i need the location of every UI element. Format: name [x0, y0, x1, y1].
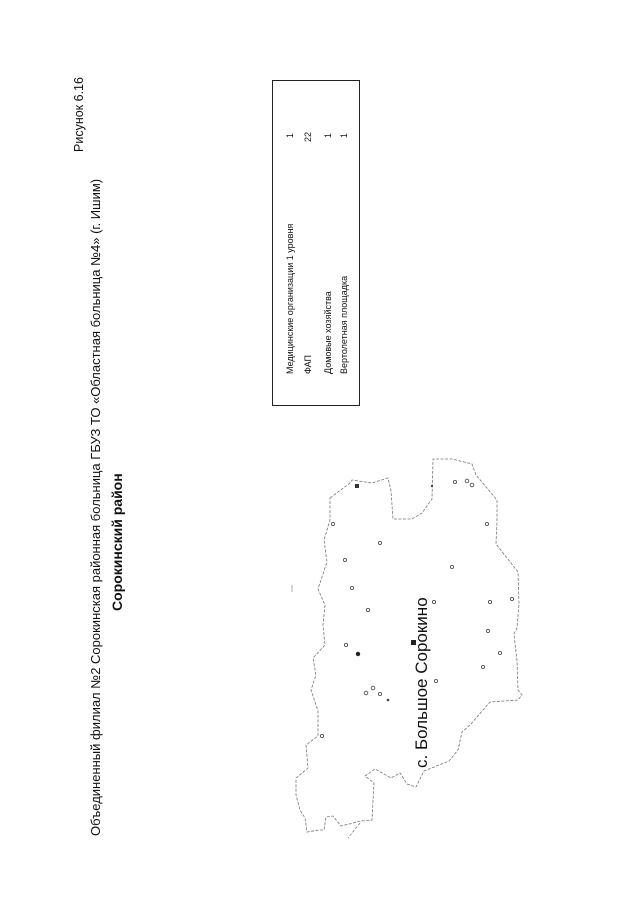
fap-marker [343, 642, 349, 648]
fap-marker [509, 596, 515, 602]
fap-marker [433, 678, 439, 684]
place-label: с. Большое Сорокино [412, 597, 431, 768]
legend-box: Медицинские организации 1 уровня 1 ФАП 2… [272, 80, 360, 406]
fap-marker [484, 521, 490, 527]
fap-marker [330, 521, 336, 527]
fap-marker [319, 733, 325, 739]
boundary-extension [347, 822, 361, 839]
fap-marker [449, 564, 455, 570]
fap-marker [365, 607, 371, 613]
district-boundary [295, 458, 523, 833]
fap-marker [487, 599, 493, 605]
fap-marker [377, 540, 383, 546]
fap-marker [342, 557, 348, 563]
fap-marker [469, 482, 475, 488]
fap-marker [485, 628, 491, 634]
helipad-marker [411, 640, 416, 645]
fap-marker [349, 585, 355, 591]
fap-marker [452, 479, 458, 485]
settlement-marker [430, 484, 434, 488]
fap-marker [363, 690, 369, 696]
household-marker [355, 484, 359, 488]
fap-marker [464, 478, 470, 484]
fap-marker [370, 685, 376, 691]
medical-organization-marker [355, 651, 361, 657]
fap-marker [497, 650, 503, 656]
fap-marker [431, 599, 437, 605]
fap-marker [377, 691, 383, 697]
settlement-marker [386, 698, 390, 702]
fap-marker [480, 664, 486, 670]
